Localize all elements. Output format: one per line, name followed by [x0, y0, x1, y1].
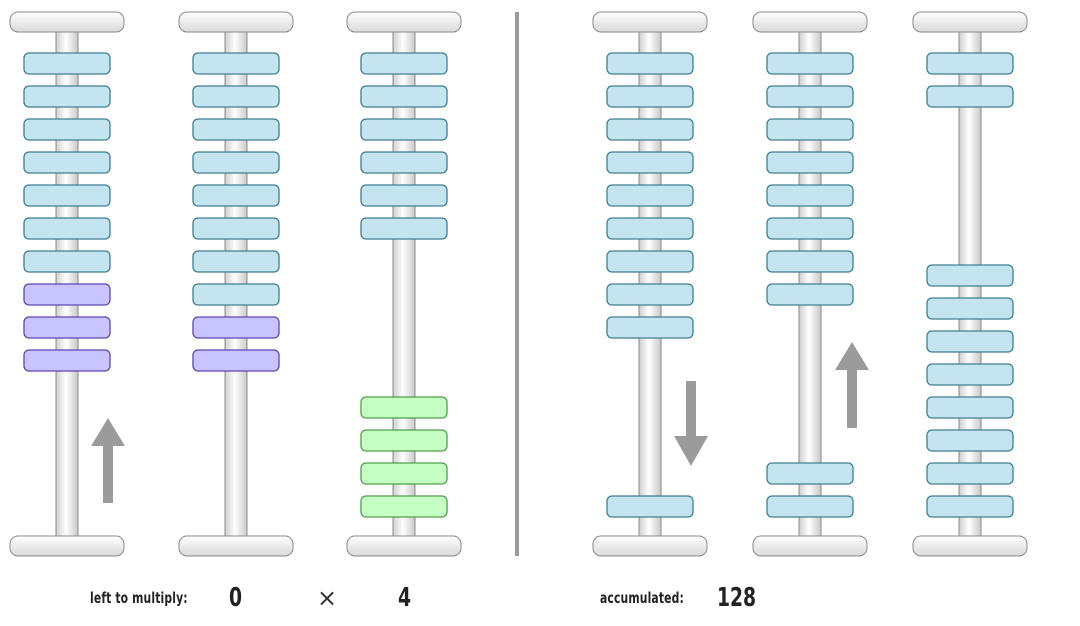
- times-symbol: ×: [317, 584, 338, 612]
- blue-bead: [606, 118, 694, 141]
- rod-top-cap: [912, 11, 1028, 33]
- blue-bead: [360, 118, 448, 141]
- blue-bead: [606, 283, 694, 306]
- blue-bead: [926, 363, 1014, 386]
- green-bead: [360, 462, 448, 485]
- blue-bead: [192, 250, 280, 273]
- blue-bead: [766, 283, 854, 306]
- rod-top-cap: [9, 11, 125, 33]
- blue-bead: [360, 52, 448, 75]
- rod-top-cap: [592, 11, 708, 33]
- rod-bottom-cap: [346, 535, 462, 557]
- right-abacus: [592, 11, 1028, 557]
- blue-bead: [360, 184, 448, 207]
- blue-bead: [766, 85, 854, 108]
- blue-bead: [766, 184, 854, 207]
- blue-bead: [192, 184, 280, 207]
- blue-bead: [606, 52, 694, 75]
- rod-bottom-cap: [178, 535, 294, 557]
- blue-bead: [926, 85, 1014, 108]
- rod-bottom-cap: [752, 535, 868, 557]
- blue-bead: [766, 52, 854, 75]
- blue-bead: [606, 184, 694, 207]
- blue-bead: [192, 118, 280, 141]
- blue-bead: [926, 429, 1014, 452]
- green-bead: [360, 495, 448, 518]
- blue-bead: [23, 217, 111, 240]
- blue-bead: [766, 462, 854, 485]
- rod-bottom-cap: [912, 535, 1028, 557]
- blue-bead: [926, 396, 1014, 419]
- blue-bead: [360, 151, 448, 174]
- blue-bead: [766, 495, 854, 518]
- blue-bead: [606, 151, 694, 174]
- purple-bead: [23, 283, 111, 306]
- blue-bead: [606, 85, 694, 108]
- blue-bead: [926, 52, 1014, 75]
- blue-bead: [23, 184, 111, 207]
- rod-top-cap: [346, 11, 462, 33]
- up-arrow-icon: [91, 418, 125, 503]
- blue-bead: [192, 151, 280, 174]
- blue-bead: [23, 85, 111, 108]
- accumulated-value: 128: [717, 583, 757, 613]
- blue-bead: [926, 495, 1014, 518]
- blue-bead: [23, 52, 111, 75]
- blue-bead: [606, 217, 694, 240]
- blue-bead: [23, 151, 111, 174]
- purple-bead: [23, 316, 111, 339]
- blue-bead: [926, 330, 1014, 353]
- rod-bottom-cap: [9, 535, 125, 557]
- blue-bead: [23, 250, 111, 273]
- rod-top-cap: [178, 11, 294, 33]
- blue-bead: [23, 118, 111, 141]
- purple-bead: [192, 349, 280, 372]
- multiplicand-value: 0: [229, 583, 243, 613]
- blue-bead: [360, 217, 448, 240]
- up-arrow-icon: [835, 342, 869, 428]
- rod-bottom-cap: [592, 535, 708, 557]
- blue-bead: [926, 462, 1014, 485]
- rod-top-cap: [752, 11, 868, 33]
- blue-bead: [606, 495, 694, 518]
- accumulated-label: accumulated:: [600, 589, 684, 607]
- down-arrow-icon: [674, 381, 708, 466]
- blue-bead: [766, 151, 854, 174]
- blue-bead: [926, 297, 1014, 320]
- green-bead: [360, 429, 448, 452]
- blue-bead: [192, 217, 280, 240]
- blue-bead: [766, 217, 854, 240]
- blue-bead: [606, 250, 694, 273]
- green-bead: [360, 396, 448, 419]
- blue-bead: [192, 283, 280, 306]
- blue-bead: [192, 85, 280, 108]
- blue-bead: [766, 118, 854, 141]
- left-abacus: [9, 11, 462, 557]
- multiplier-value: 4: [398, 583, 412, 613]
- blue-bead: [766, 250, 854, 273]
- purple-bead: [192, 316, 280, 339]
- blue-bead: [360, 85, 448, 108]
- left-to-multiply-label: left to multiply:: [90, 589, 188, 607]
- blue-bead: [192, 52, 280, 75]
- blue-bead: [926, 264, 1014, 287]
- purple-bead: [23, 349, 111, 372]
- blue-bead: [606, 316, 694, 339]
